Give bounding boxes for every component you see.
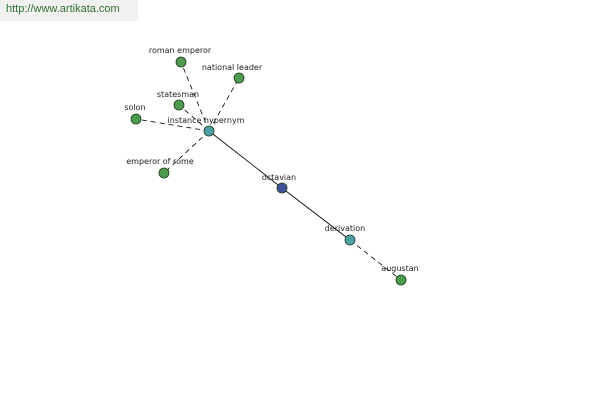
node-label-emperor-of-rome[interactable]: emperor of rome xyxy=(126,157,194,166)
edge-instance-hypernym-to-roman-emperor xyxy=(180,61,210,132)
edge-octavian-to-instance-hypernym xyxy=(208,130,283,189)
nodes-layer xyxy=(130,56,407,286)
node-label-national-leader[interactable]: national leader xyxy=(202,63,263,72)
edge-derivation-to-augustan xyxy=(349,239,402,281)
node-national-leader[interactable] xyxy=(233,72,245,84)
node-label-augustan[interactable]: augustan xyxy=(381,264,418,273)
node-label-instance-hypernym[interactable]: instance hypernym xyxy=(168,116,245,125)
edge-instance-hypernym-to-solon xyxy=(135,118,210,132)
node-statesman[interactable] xyxy=(173,99,185,111)
edge-octavian-to-derivation xyxy=(281,187,351,241)
node-solon[interactable] xyxy=(130,113,142,125)
node-label-solon[interactable]: solon xyxy=(124,103,145,112)
site-url-link[interactable]: http://www.artikata.com xyxy=(6,3,120,15)
node-derivation[interactable] xyxy=(344,234,356,246)
edge-instance-hypernym-to-statesman xyxy=(178,104,210,132)
edge-instance-hypernym-to-national-leader xyxy=(208,77,240,132)
node-instance-hypernym[interactable] xyxy=(203,125,215,137)
node-label-octavian[interactable]: octavian xyxy=(262,173,296,182)
node-emperor-of-rome[interactable] xyxy=(158,167,170,179)
node-label-statesman[interactable]: statesman xyxy=(157,90,199,99)
node-label-derivation[interactable]: derivation xyxy=(325,224,365,233)
labels-layer: roman emperor national leader statesman sol… xyxy=(124,46,418,273)
node-label-roman-emperor[interactable]: roman emperor xyxy=(149,46,212,55)
node-roman-emperor[interactable] xyxy=(175,56,187,68)
node-octavian[interactable] xyxy=(276,182,288,194)
edge-instance-hypernym-to-emperor-of-rome xyxy=(163,130,210,174)
edges-layer xyxy=(135,61,402,281)
node-augustan[interactable] xyxy=(395,274,407,286)
header-banner: http://www.artikata.com xyxy=(0,0,138,21)
